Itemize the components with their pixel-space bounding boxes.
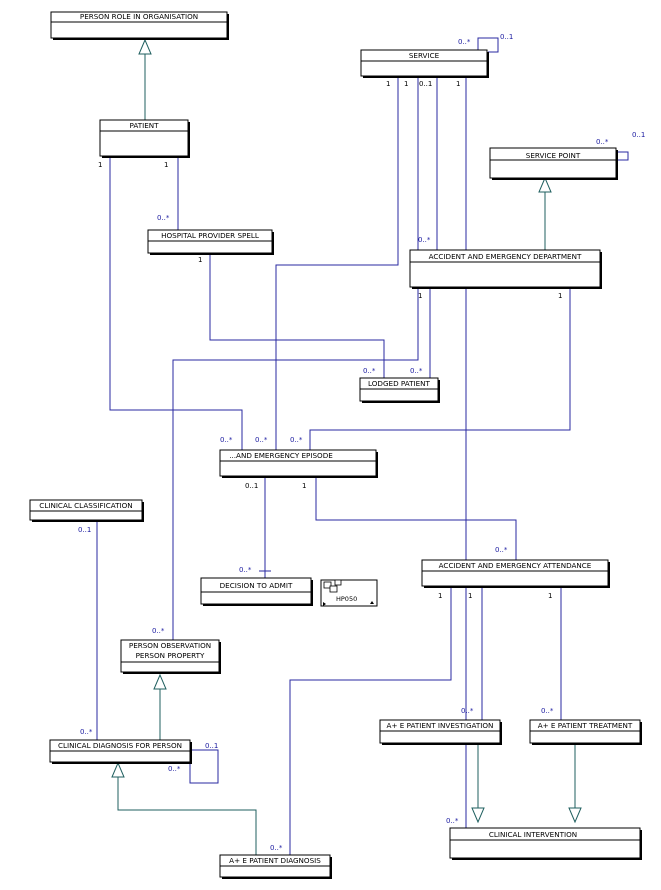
class-lodged-patient-name: LODGED PATIENT xyxy=(368,379,431,388)
class-clinical-diagnosis[interactable]: CLINICAL DIAGNOSIS FOR PERSON xyxy=(49,739,192,764)
mult-label: 0..1 xyxy=(245,482,258,490)
class-person-role-name: PERSON ROLE IN ORGANISATION xyxy=(80,12,198,21)
multiplicity-labels: 0..* 0..1 0..* 0..1 1 1 0..1 1 1 1 0..* … xyxy=(78,33,645,852)
attendance-diagnosis-association xyxy=(289,587,452,855)
mult-label: 1 xyxy=(418,292,422,300)
mult-label: 0..1 xyxy=(205,742,218,750)
mult-label: 0..* xyxy=(458,38,471,46)
class-person-property-name: PERSON PROPERTY xyxy=(136,651,205,660)
diagnosis-self-association xyxy=(189,749,219,784)
class-ae-treatment[interactable]: A+ E PATIENT TREATMENT xyxy=(529,719,642,745)
mult-label: 0..* xyxy=(220,436,233,444)
treatment-generalisation-arrow xyxy=(568,807,582,824)
service-point-self-association xyxy=(616,151,629,161)
mult-label: 0..* xyxy=(290,436,303,444)
mult-label: 0..* xyxy=(255,436,268,444)
department-episode-association xyxy=(309,289,571,450)
class-ae-attendance-name: ACCIDENT AND EMERGENCY ATTENDANCE xyxy=(439,561,592,570)
diagnosis-generalisation-arrow xyxy=(153,673,167,690)
mult-label: 0..1 xyxy=(632,131,645,139)
mult-label: 1 xyxy=(302,482,306,490)
class-person-observation[interactable]: PERSON OBSERVATION PERSON PROPERTY xyxy=(120,639,221,674)
patient-generalisation-arrow xyxy=(138,38,152,55)
service-observation-association xyxy=(172,78,419,640)
mult-label: 0..* xyxy=(495,546,508,554)
class-ae-investigation[interactable]: A+ E PATIENT INVESTIGATION xyxy=(379,719,502,745)
class-clinical-classification[interactable]: CLINICAL CLASSIFICATION xyxy=(29,499,144,522)
service-self-association xyxy=(477,37,499,53)
episode-attendance-association xyxy=(315,478,517,560)
class-service[interactable]: SERVICE xyxy=(360,49,489,78)
class-decision-to-admit-name: DECISION TO ADMIT xyxy=(220,581,293,590)
mult-label: 0..1 xyxy=(78,526,91,534)
class-person-observation-name: PERSON OBSERVATION xyxy=(129,641,211,650)
class-ae-department[interactable]: ACCIDENT AND EMERGENCY DEPARTMENT xyxy=(409,249,602,289)
patient-episode-association xyxy=(109,158,243,450)
mult-label: 0..* xyxy=(541,707,554,715)
class-clinical-intervention[interactable]: CLINICAL INTERVENTION xyxy=(449,827,642,860)
mult-label: 1 xyxy=(198,256,202,264)
mult-label: 1 xyxy=(558,292,562,300)
class-hospital-provider-spell-name: HOSPITAL PROVIDER SPELL xyxy=(161,231,259,240)
class-ae-episode-name: ...AND EMERGENCY EPISODE xyxy=(229,451,333,460)
mult-label: 1 xyxy=(548,592,552,600)
class-lodged-patient[interactable]: LODGED PATIENT xyxy=(359,377,440,403)
mult-label: 0..* xyxy=(80,728,93,736)
mult-label: 1 xyxy=(404,80,408,88)
class-decision-to-admit[interactable]: DECISION TO ADMIT xyxy=(200,577,313,606)
mult-label: 0..1 xyxy=(500,33,513,41)
class-ae-treatment-name: A+ E PATIENT TREATMENT xyxy=(538,721,633,730)
mult-label: 0..* xyxy=(157,214,170,222)
class-clinical-classification-name: CLINICAL CLASSIFICATION xyxy=(39,501,132,510)
class-ae-diagnosis[interactable]: A+ E PATIENT DIAGNOSIS xyxy=(219,854,332,879)
mult-label: 0..* xyxy=(168,765,181,773)
class-ae-episode[interactable]: ...AND EMERGENCY EPISODE xyxy=(219,449,378,478)
mult-label: 0..* xyxy=(446,817,459,825)
generalisation-lines xyxy=(111,38,582,855)
mult-label: 0..* xyxy=(270,844,283,852)
class-patient[interactable]: PATIENT xyxy=(99,119,190,158)
class-service-point[interactable]: SERVICE POINT xyxy=(489,147,618,180)
class-service-point-name: SERVICE POINT xyxy=(526,151,581,160)
mult-label: 1 xyxy=(386,80,390,88)
class-hospital-provider-spell[interactable]: HOSPITAL PROVIDER SPELL xyxy=(147,229,274,255)
mult-label: 1 xyxy=(468,592,472,600)
class-ae-diagnosis-name: A+ E PATIENT DIAGNOSIS xyxy=(229,856,321,865)
service-episode-association xyxy=(275,78,399,450)
class-boxes: PERSON ROLE IN ORGANISATION PATIENT SERV… xyxy=(29,11,642,879)
mult-label: 0..1 xyxy=(419,80,432,88)
mult-label: 1 xyxy=(438,592,442,600)
mult-label: 1 xyxy=(164,161,168,169)
mult-label: 0..* xyxy=(461,707,474,715)
mult-label: 0..* xyxy=(239,566,252,574)
mult-label: 1 xyxy=(98,161,102,169)
spell-lodged-association xyxy=(209,255,385,378)
class-person-role[interactable]: PERSON ROLE IN ORGANISATION xyxy=(50,11,229,40)
class-patient-name: PATIENT xyxy=(129,121,159,130)
diagram-link-icon[interactable]: HP050 xyxy=(320,579,378,607)
class-ae-department-name: ACCIDENT AND EMERGENCY DEPARTMENT xyxy=(429,252,582,261)
class-clinical-diagnosis-name: CLINICAL DIAGNOSIS FOR PERSON xyxy=(58,741,182,750)
mult-label: 0..* xyxy=(363,367,376,375)
diagram-link-label: HP050 xyxy=(336,595,357,603)
mult-label: 0..* xyxy=(596,138,609,146)
mult-label: 0..* xyxy=(418,236,431,244)
class-ae-attendance[interactable]: ACCIDENT AND EMERGENCY ATTENDANCE xyxy=(421,559,610,588)
ae-diagnosis-generalisation-arrow xyxy=(111,761,125,778)
ae-diagnosis-generalisation xyxy=(117,775,257,855)
mult-label: 1 xyxy=(456,80,460,88)
class-clinical-intervention-name: CLINICAL INTERVENTION xyxy=(489,830,577,839)
mult-label: 0..* xyxy=(410,367,423,375)
investigation-generalisation-arrow xyxy=(471,807,485,824)
class-service-name: SERVICE xyxy=(409,51,440,60)
mult-label: 0..* xyxy=(152,627,165,635)
class-ae-investigation-name: A+ E PATIENT INVESTIGATION xyxy=(387,721,494,730)
association-lines xyxy=(96,37,629,855)
department-generalisation-arrow xyxy=(538,176,552,193)
